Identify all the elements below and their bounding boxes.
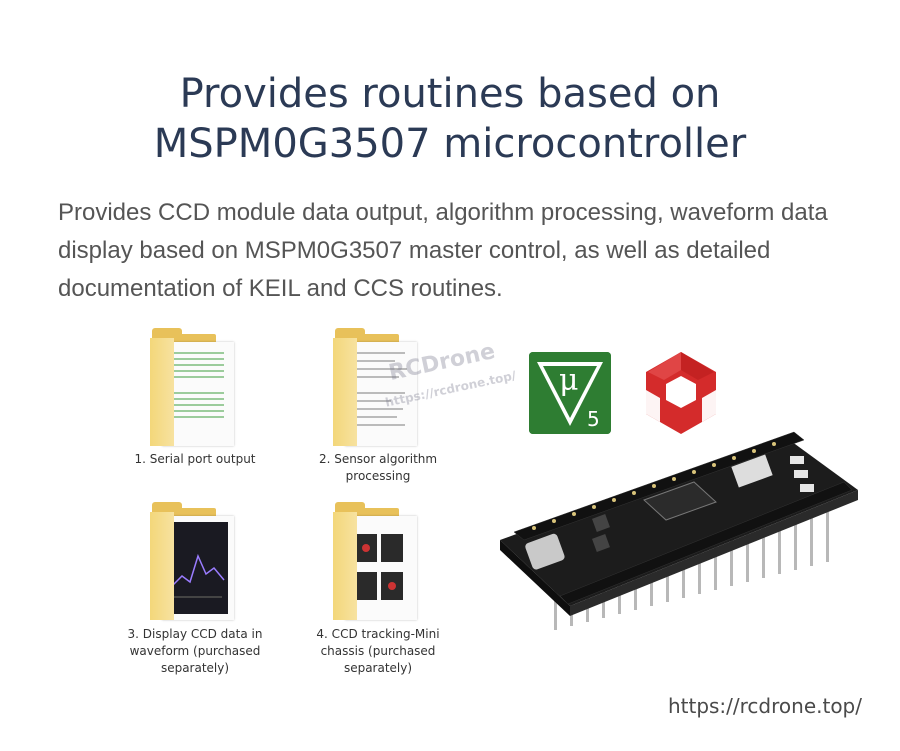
- description-text: Provides CCD module data output, algorit…: [58, 199, 828, 302]
- mspm0g3507-board-image: [494, 430, 864, 650]
- page-title-line-1: Provides routines based on: [179, 71, 721, 117]
- folder-caption-4: 4. CCD tracking-Mini chassis (purchased …: [316, 627, 440, 675]
- folder-icon: [333, 328, 433, 448]
- page-title-line-2: MSPM0G3507 microcontroller: [153, 121, 747, 167]
- folder-icon: [150, 502, 250, 622]
- folder-caption-1: 1. Serial port output: [134, 452, 256, 466]
- keil-version-glyph: 5: [587, 407, 600, 431]
- folder-caption-3: 3. Display CCD data in waveform (purchas…: [127, 627, 263, 675]
- keil-uvision-logo: μ 5: [529, 352, 611, 434]
- folder-icon: [333, 502, 433, 622]
- folder-caption-2: 2. Sensor algorithm processing: [318, 452, 438, 483]
- folder-icon: [150, 328, 250, 448]
- keil-mu-glyph: μ: [559, 363, 579, 398]
- ccs-cube-logo: [644, 350, 718, 436]
- footer-url[interactable]: https://rcdrone.top/: [667, 694, 862, 718]
